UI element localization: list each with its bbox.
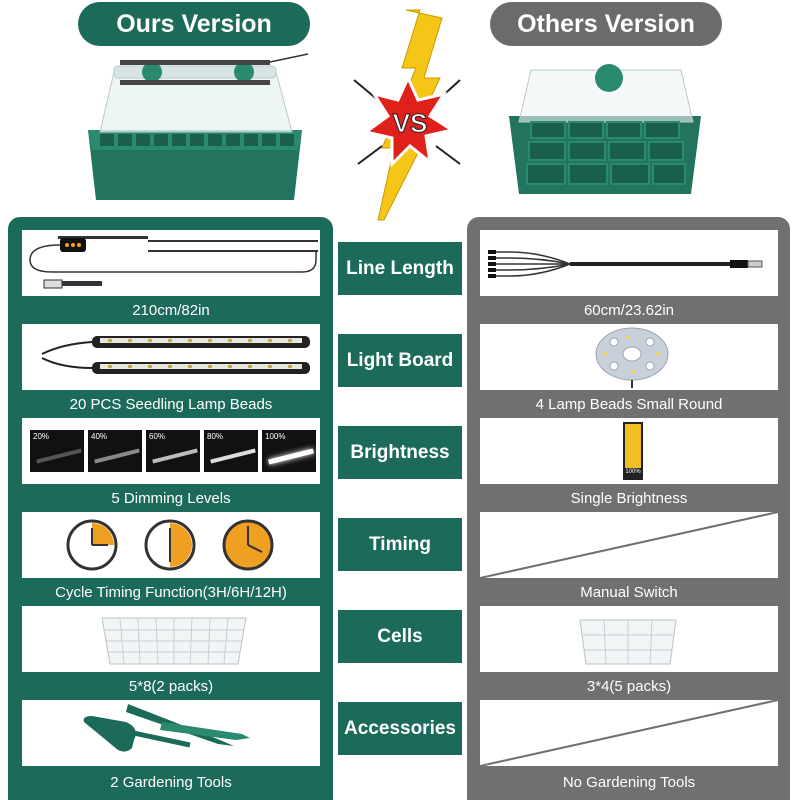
ours-version-title: Ours Version — [78, 2, 310, 46]
others-single-brightness: 100% — [480, 418, 778, 484]
label-accessories: Accessories — [338, 702, 462, 755]
dim-level-3: 60% — [146, 430, 200, 472]
label-timing: Timing — [338, 518, 462, 571]
others-caption-line-length: 60cm/23.62in — [583, 302, 675, 319]
others-caption-light-board: 4 Lamp Beads Small Round — [535, 396, 723, 413]
ours-gardening-tools-image — [22, 700, 320, 766]
ours-caption-line-length: 210cm/82in — [132, 302, 210, 319]
timer-3h-icon — [66, 519, 118, 571]
timer-6h-icon — [144, 519, 196, 571]
ours-caption-accessories: 2 Gardening Tools — [110, 774, 232, 791]
others-round-board-image — [480, 324, 778, 390]
ours-cells-tray-image — [22, 606, 320, 672]
ours-cable-image — [22, 230, 320, 296]
others-caption-cells: 3*4(5 packs) — [586, 678, 672, 695]
ours-caption-cells: 5*8(2 packs) — [128, 678, 214, 695]
ours-caption-brightness: 5 Dimming Levels — [111, 490, 231, 507]
label-cells: Cells — [338, 610, 462, 663]
ours-caption-timing: Cycle Timing Function(3H/6H/12H) — [55, 584, 287, 601]
label-brightness: Brightness — [338, 426, 462, 479]
label-line-length: Line Length — [338, 242, 462, 295]
vs-text: VS — [393, 108, 428, 138]
timer-12h-icon — [222, 519, 274, 571]
others-cable-image — [480, 230, 778, 296]
ours-light-bars-image — [22, 324, 320, 390]
others-caption-accessories: No Gardening Tools — [562, 774, 696, 791]
ours-greenhouse-tray-image — [80, 50, 310, 210]
dim-level-5: 100% — [262, 430, 316, 472]
vs-burst: VS — [348, 8, 468, 223]
ours-dimming-levels: 20% 40% 60% 80% 100% — [22, 418, 320, 484]
others-cells-tray-image — [480, 606, 778, 672]
ours-caption-light-board: 20 PCS Seedling Lamp Beads — [69, 396, 273, 413]
others-timing-empty — [480, 512, 778, 578]
others-caption-brightness: Single Brightness — [570, 490, 688, 507]
others-version-title: Others Version — [490, 2, 722, 46]
brightness-bar: 100% — [623, 422, 643, 480]
dim-level-4: 80% — [204, 430, 258, 472]
ours-timers — [22, 512, 320, 578]
dim-level-1: 20% — [30, 430, 84, 472]
dim-level-2: 40% — [88, 430, 142, 472]
label-light-board: Light Board — [338, 334, 462, 387]
others-tools-empty — [480, 700, 778, 766]
others-greenhouse-tray-image — [505, 50, 705, 200]
others-caption-timing: Manual Switch — [580, 584, 678, 601]
